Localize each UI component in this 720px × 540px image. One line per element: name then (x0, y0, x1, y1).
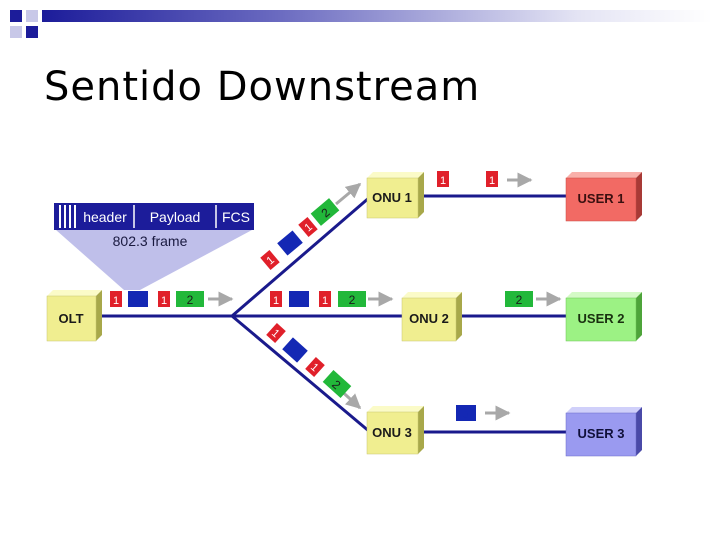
header-gradient-bar (42, 10, 712, 22)
user1-node: USER 1 (565, 172, 642, 222)
packet-label: 2 (516, 293, 523, 307)
packet: 3 (289, 291, 309, 307)
packet: 1 (158, 291, 170, 307)
decor-square-1 (10, 10, 22, 22)
fiber-lines (100, 194, 566, 434)
packet: 1 (110, 291, 122, 307)
packet: 2 (322, 370, 352, 398)
olt-label: OLT (58, 311, 83, 326)
user2-label: USER 2 (578, 311, 625, 326)
frame-caption: 802.3 frame (113, 233, 188, 249)
frame-fcs-label: FCS (222, 209, 250, 225)
packet: 3 (277, 230, 303, 256)
onu1-node: ONU 1 (366, 172, 424, 219)
onu1-label: ONU 1 (372, 190, 412, 205)
packet: 1 (437, 171, 449, 187)
decor-square-3 (26, 26, 38, 38)
packet: 1 (305, 357, 325, 377)
packet-label: 1 (113, 295, 119, 307)
packet-label: 1 (322, 295, 328, 307)
packet-label: 1 (273, 295, 279, 307)
packet: 1 (260, 250, 280, 270)
packet-label: 1 (161, 295, 167, 307)
packet: 1 (298, 217, 318, 237)
frame-payload-label: Payload (150, 209, 201, 225)
packet-label: 3 (296, 295, 302, 307)
olt-node: OLT (46, 290, 102, 342)
onu2-label: ONU 2 (409, 311, 449, 326)
packet-label: 3 (135, 295, 141, 307)
packet: 3 (128, 291, 148, 307)
slide-title: Sentido Downstream (44, 64, 481, 110)
packet: 2 (338, 291, 366, 307)
packet: 3 (456, 405, 476, 421)
packet-label: 2 (187, 293, 194, 307)
user2-node: USER 2 (565, 292, 642, 342)
packet: 3 (282, 337, 308, 363)
packet-label: 2 (349, 293, 356, 307)
packet: 1 (319, 291, 331, 307)
packet: 2 (310, 198, 340, 226)
packet-label: 1 (489, 175, 495, 187)
packet-label: 3 (463, 409, 469, 421)
decor-square-4 (10, 26, 22, 38)
user3-label: USER 3 (578, 426, 625, 441)
packet: 2 (505, 291, 533, 307)
packet-label: 1 (440, 175, 446, 187)
onu3-label: ONU 3 (372, 425, 412, 440)
user1-label: USER 1 (578, 191, 625, 206)
frame-bar (54, 203, 254, 230)
packet: 1 (486, 171, 498, 187)
decor-square-2 (26, 10, 38, 22)
onu2-node: ONU 2 (401, 292, 462, 342)
packet: 1 (266, 323, 286, 343)
packet: 2 (176, 291, 204, 307)
frame-funnel (56, 230, 252, 290)
user3-node: USER 3 (565, 407, 642, 457)
onu3-node: ONU 3 (366, 406, 424, 455)
packet: 1 (270, 291, 282, 307)
frame-header-label: header (83, 209, 127, 225)
